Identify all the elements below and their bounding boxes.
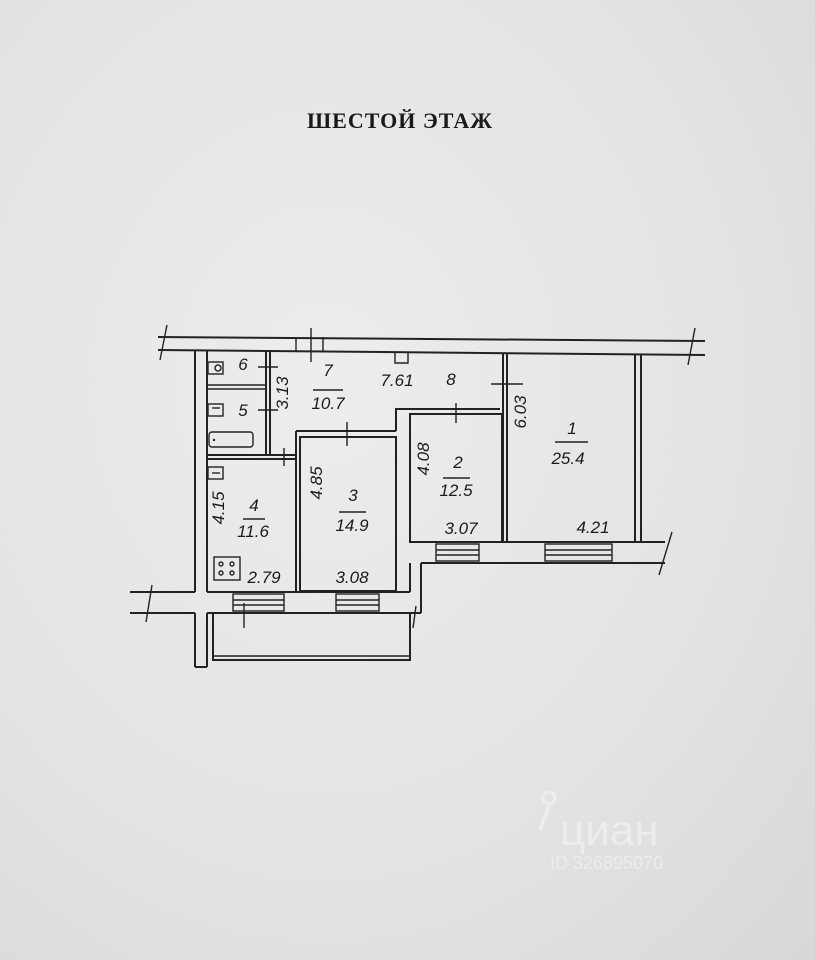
windows xyxy=(232,543,613,612)
watermark-brand: циан xyxy=(560,806,659,855)
kitchen-sink-icon xyxy=(207,466,224,480)
window-room-2 xyxy=(435,543,480,562)
room-1-width: 4.21 xyxy=(576,518,609,537)
door-marks xyxy=(243,366,523,628)
room-1-area: 25.4 xyxy=(550,449,584,468)
sink-icon xyxy=(207,403,224,417)
room-3-length: 4.85 xyxy=(307,466,326,500)
room-1-number: 1 xyxy=(567,419,576,438)
room-2-length: 4.08 xyxy=(414,442,433,476)
window-kitchen xyxy=(232,593,285,612)
room-4-length: 4.15 xyxy=(209,491,228,525)
room-8-number: 8 xyxy=(446,370,456,389)
window-room-1 xyxy=(544,543,613,562)
room-3-area: 14.9 xyxy=(335,516,369,535)
room-6-number: 6 xyxy=(238,355,248,374)
room-7-length: 7.61 xyxy=(380,371,413,390)
bath-dimension: 3.13 xyxy=(273,376,292,410)
watermark: циан ID 326895070 xyxy=(538,790,663,873)
room-3-width: 3.08 xyxy=(335,568,369,587)
stove-icon xyxy=(213,556,241,581)
window-room-3 xyxy=(335,593,380,612)
toilet-icon xyxy=(207,361,224,375)
room-2-width: 3.07 xyxy=(444,519,478,538)
room-7-area: 10.7 xyxy=(311,394,345,413)
room-4-width: 2.79 xyxy=(246,568,281,587)
room-3-number: 3 xyxy=(348,486,358,505)
room-7-number: 7 xyxy=(323,361,333,380)
watermark-id: ID 326895070 xyxy=(550,853,663,873)
room-1-length: 6.03 xyxy=(511,395,530,429)
room-4-area: 11.6 xyxy=(237,522,269,541)
bathtub-icon xyxy=(208,431,254,448)
room-4-number: 4 xyxy=(249,496,258,515)
room-2-number: 2 xyxy=(452,453,463,472)
walls xyxy=(130,324,706,668)
room-5-number: 5 xyxy=(238,401,248,420)
fixtures xyxy=(207,361,254,581)
location-pin-icon xyxy=(538,790,557,831)
room-labels: 6 5 3.13 7 10.7 7.61 8 6.03 1 25.4 4.21 … xyxy=(209,355,610,587)
plan-title: ШЕСТОЙ ЭТАЖ xyxy=(307,108,493,133)
room-2-area: 12.5 xyxy=(439,481,473,500)
